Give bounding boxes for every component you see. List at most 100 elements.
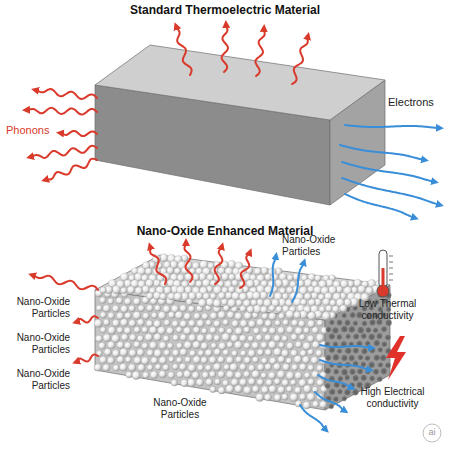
nano-particle bbox=[201, 342, 209, 350]
nano-particle bbox=[196, 280, 203, 287]
nano-particle bbox=[256, 319, 264, 327]
nano-particle bbox=[329, 389, 335, 395]
nano-particle bbox=[329, 404, 334, 409]
nano-particle bbox=[219, 327, 225, 333]
nano-particle bbox=[186, 299, 193, 306]
nano-particle bbox=[316, 334, 324, 342]
nano-particle bbox=[146, 305, 153, 312]
nano-particle bbox=[222, 333, 230, 341]
nano-particle bbox=[239, 335, 246, 342]
nano-particle bbox=[96, 335, 103, 342]
nano-particle bbox=[344, 320, 350, 326]
nano-particle bbox=[142, 343, 149, 350]
nano-particle bbox=[286, 372, 294, 380]
nano-particle bbox=[303, 385, 311, 393]
phonon-arrow bbox=[32, 275, 98, 290]
nano-particle bbox=[155, 305, 161, 311]
nano-particle bbox=[189, 334, 197, 342]
block-top-face bbox=[95, 45, 385, 120]
nano-particle bbox=[337, 348, 342, 353]
nano-particle bbox=[266, 379, 273, 386]
nano-particle bbox=[129, 320, 136, 327]
nano-particle bbox=[226, 356, 234, 364]
nano-particle bbox=[381, 368, 387, 374]
nano-particle bbox=[232, 320, 239, 327]
phonon-arrow bbox=[30, 146, 97, 158]
nano-particle bbox=[206, 298, 214, 306]
nano-particle bbox=[352, 375, 358, 381]
nano-particle bbox=[265, 349, 272, 356]
nano-particle bbox=[113, 365, 119, 371]
nano-particle bbox=[357, 368, 363, 374]
thermometer-level bbox=[382, 268, 385, 290]
phonon-arrow bbox=[76, 355, 98, 362]
nano-particle bbox=[189, 350, 196, 357]
nano-particle bbox=[188, 320, 195, 327]
nano-particle bbox=[149, 342, 157, 350]
nano-particle bbox=[163, 335, 170, 342]
nano-particle bbox=[277, 386, 285, 394]
nano-particle bbox=[112, 285, 121, 294]
nano-particle bbox=[94, 364, 101, 371]
standard-block bbox=[95, 45, 385, 205]
phonon-arrow bbox=[215, 246, 223, 284]
nano-particle bbox=[213, 363, 221, 371]
nano-particle bbox=[307, 320, 315, 328]
nano-particle bbox=[239, 378, 247, 386]
nano-particle bbox=[121, 305, 129, 313]
nano-particle bbox=[205, 349, 212, 356]
nano-particle bbox=[133, 298, 140, 305]
particle-label: Nano-Oxide Particles bbox=[282, 234, 354, 258]
nano-particle bbox=[287, 342, 294, 349]
nano-particle bbox=[365, 341, 370, 346]
nano-particle bbox=[341, 355, 347, 361]
nano-particle bbox=[368, 362, 374, 368]
nano-particle bbox=[145, 268, 152, 275]
nano-particle bbox=[151, 357, 158, 364]
nano-particle bbox=[361, 375, 367, 381]
nano-particle bbox=[138, 364, 146, 372]
nano-particle bbox=[315, 275, 322, 282]
electron-label: Electrons bbox=[388, 96, 450, 109]
nano-particle bbox=[198, 350, 204, 356]
nano-particle bbox=[142, 286, 150, 294]
nano-particle bbox=[168, 356, 174, 362]
nano-particle bbox=[197, 365, 204, 372]
nano-particle bbox=[174, 292, 182, 300]
nano-particle bbox=[180, 320, 188, 328]
nano-particle bbox=[312, 401, 319, 408]
nano-particle bbox=[361, 348, 367, 354]
nano-particle bbox=[160, 293, 167, 300]
nano-particle bbox=[228, 299, 237, 308]
nano-particle bbox=[342, 396, 347, 401]
nano-particle bbox=[381, 326, 387, 332]
phonon-arrow bbox=[176, 26, 192, 75]
nano-particle bbox=[369, 376, 374, 381]
nano-particle bbox=[294, 312, 301, 319]
nano-particle bbox=[332, 306, 339, 313]
nano-particle bbox=[221, 299, 228, 306]
nano-particle bbox=[226, 371, 234, 379]
nano-particle bbox=[108, 298, 114, 304]
phonon-arrow bbox=[76, 316, 98, 322]
electron-arrow bbox=[340, 145, 425, 160]
nano-particle bbox=[117, 327, 123, 333]
thermometer-tick bbox=[389, 262, 393, 263]
nano-particle bbox=[247, 306, 254, 313]
nano-particle bbox=[168, 312, 175, 319]
nano-particle bbox=[100, 287, 106, 293]
nano-particle bbox=[308, 349, 314, 355]
nano-particle bbox=[171, 379, 178, 386]
nano-particle bbox=[134, 327, 141, 334]
nano-particle bbox=[96, 305, 102, 311]
nano-particle bbox=[103, 319, 110, 326]
nano-particle bbox=[120, 348, 128, 356]
nano-particle bbox=[103, 334, 111, 342]
nano-particle bbox=[377, 376, 382, 381]
nano-particle bbox=[316, 350, 323, 357]
nano-particle bbox=[143, 312, 150, 319]
nano-particle bbox=[298, 320, 305, 327]
nano-particle bbox=[312, 341, 320, 349]
nano-particle bbox=[269, 312, 277, 320]
